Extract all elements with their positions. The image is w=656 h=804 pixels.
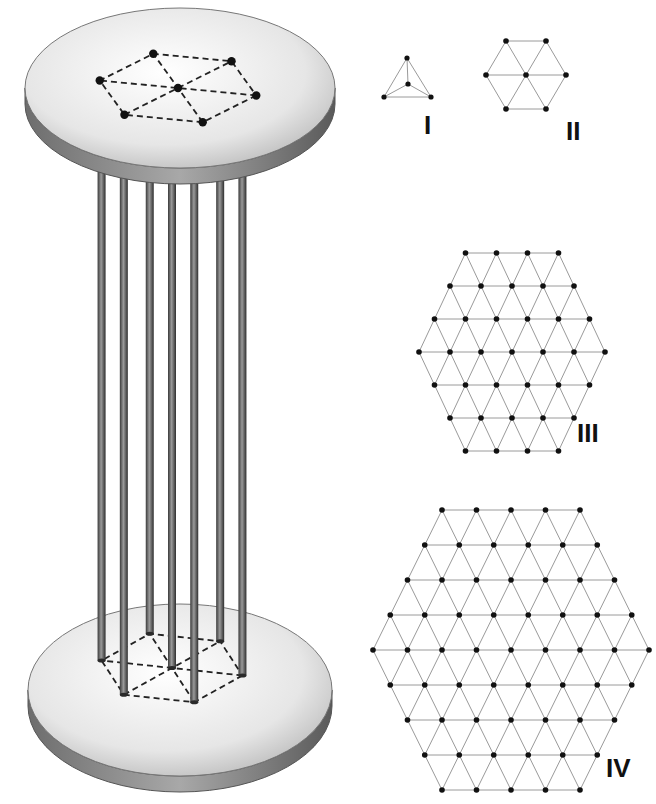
hexagon-lattice-1 bbox=[483, 38, 569, 112]
roman-numeral-label: IV bbox=[606, 755, 631, 781]
triangle-lattice bbox=[381, 55, 433, 99]
top-disc bbox=[25, 8, 335, 168]
hexagon-lattice-3 bbox=[416, 250, 608, 454]
bottom-disc bbox=[28, 604, 332, 776]
hexagon-lattice-4 bbox=[370, 507, 652, 793]
roman-numeral-label: III bbox=[577, 420, 599, 446]
fiber-bundle bbox=[25, 8, 335, 792]
hexagonal-lattices bbox=[370, 38, 652, 793]
roman-numeral-label: II bbox=[566, 118, 580, 144]
rods bbox=[98, 170, 247, 704]
top-hexagon bbox=[96, 50, 261, 127]
roman-numeral-label: I bbox=[424, 112, 431, 138]
